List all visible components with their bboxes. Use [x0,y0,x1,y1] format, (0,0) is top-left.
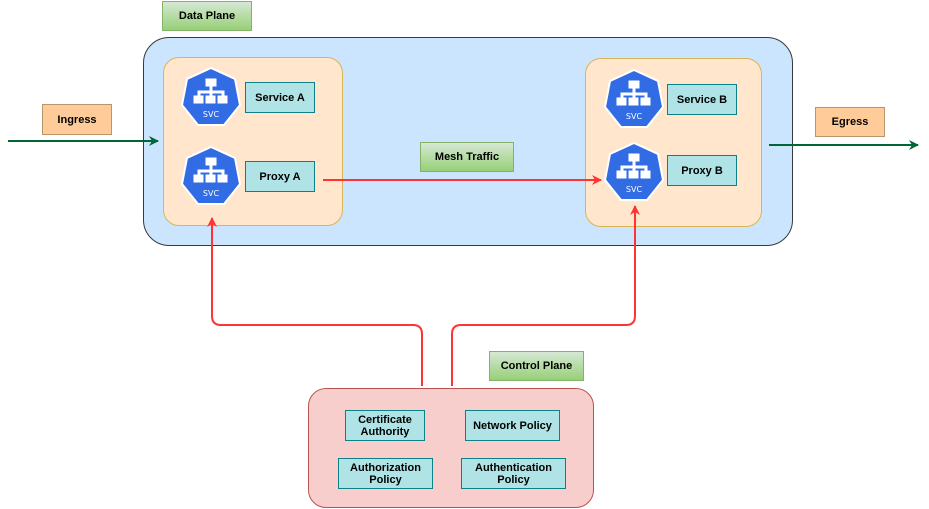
authorization-policy-box: Authorization Policy [338,458,433,489]
svc-icon-text: SVC [626,185,643,194]
authentication-policy-box: Authentication Policy [461,458,566,489]
ingress-label: Ingress [42,104,112,135]
certificate-authority-box: Certificate Authority [345,410,425,441]
svc-icon-text: SVC [626,112,643,121]
proxy-a-box: Proxy A [245,161,315,192]
service-b-svc-icon: SVC [603,68,665,128]
service-a-box: Service A [245,82,315,113]
proxy-b-box: Proxy B [667,155,737,186]
control-plane-container [308,388,594,508]
service-b-box: Service B [667,84,737,115]
data-plane-title: Data Plane [162,1,252,31]
service-a-svc-icon: SVC [180,66,242,126]
network-policy-box: Network Policy [465,410,560,441]
control-plane-title: Control Plane [489,351,584,381]
svc-icon-text: SVC [203,189,220,198]
egress-label: Egress [815,107,885,137]
proxy-a-svc-icon: SVC [180,145,242,205]
svc-icon-text: SVC [203,110,220,119]
proxy-b-svc-icon: SVC [603,141,665,201]
mesh-traffic-label: Mesh Traffic [420,142,514,172]
